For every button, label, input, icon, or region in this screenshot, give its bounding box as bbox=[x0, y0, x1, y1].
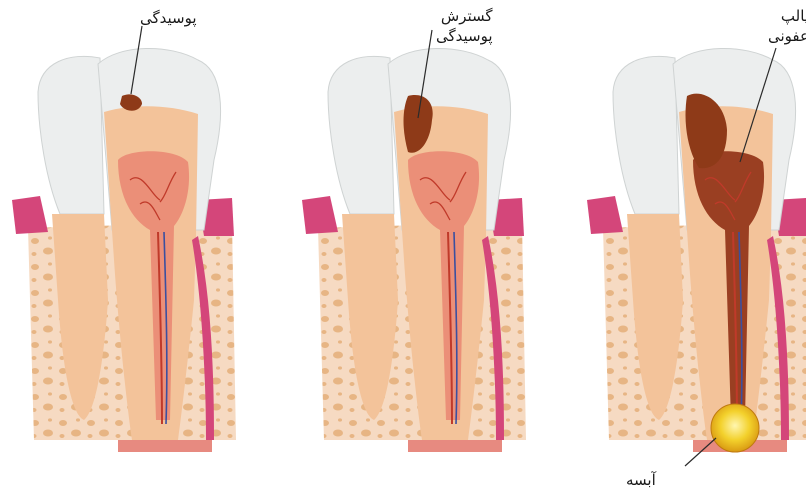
gum-left bbox=[302, 196, 338, 234]
stage-3-infected-pulp bbox=[587, 48, 806, 452]
label-decay: پوسیدگی bbox=[140, 8, 197, 28]
label-infected-pulp: پالپ عفونی bbox=[768, 6, 806, 46]
abscess bbox=[711, 404, 759, 452]
gum-left bbox=[587, 196, 623, 234]
stage-2-spreading-decay bbox=[302, 48, 526, 452]
vessel-base bbox=[408, 440, 502, 452]
back-tooth-crown bbox=[38, 56, 104, 214]
stage-1-decay bbox=[12, 48, 236, 452]
vessel-base bbox=[118, 440, 212, 452]
back-tooth-crown bbox=[613, 56, 679, 214]
label-spread-of-decay: گسترش پوسیدگی bbox=[436, 6, 493, 46]
back-tooth-crown bbox=[328, 56, 394, 214]
label-abscess: آبسه bbox=[626, 470, 656, 490]
gum-left bbox=[12, 196, 48, 234]
